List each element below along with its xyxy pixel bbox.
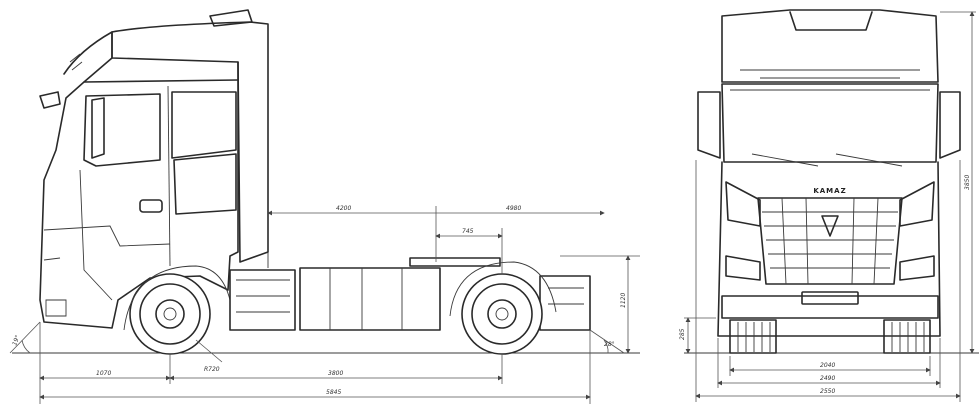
- dim-1120: 1120: [620, 293, 627, 308]
- side-view: 4200 4980 745 1120 1070 3800 5845: [9, 9, 640, 404]
- dim-5845: 5845: [326, 389, 341, 396]
- dim-745: 745: [462, 228, 474, 235]
- cab-body: [39, 9, 269, 329]
- angle-front: 19°: [11, 334, 21, 346]
- front-dimensions: 2040 2490 2550 285 3850: [679, 11, 976, 402]
- dim-2490: 2490: [820, 375, 835, 382]
- side-dimensions: 4200 4980 745 1120 1070 3800 5845: [9, 205, 640, 404]
- angle-rear: 28°: [604, 341, 615, 348]
- dim-r720: R720: [204, 366, 220, 373]
- dim-4200: 4200: [336, 205, 351, 212]
- dim-1070: 1070: [96, 370, 111, 377]
- front-cab: [697, 9, 961, 354]
- dim-2550: 2550: [820, 388, 835, 395]
- dim-overall-height: 3850: [964, 175, 971, 190]
- dim-ground-clearance: 285: [679, 328, 686, 340]
- front-brand-name: KAMAZ: [813, 187, 846, 195]
- front-wheel: [123, 265, 231, 355]
- front-grille: KAMAZ: [757, 187, 903, 285]
- dim-3800: 3800: [328, 370, 343, 377]
- front-view: KAMAZ 2040 2490 2550 285 3850: [679, 9, 979, 402]
- dim-2040: 2040: [820, 362, 835, 369]
- dim-4980: 4980: [506, 205, 521, 212]
